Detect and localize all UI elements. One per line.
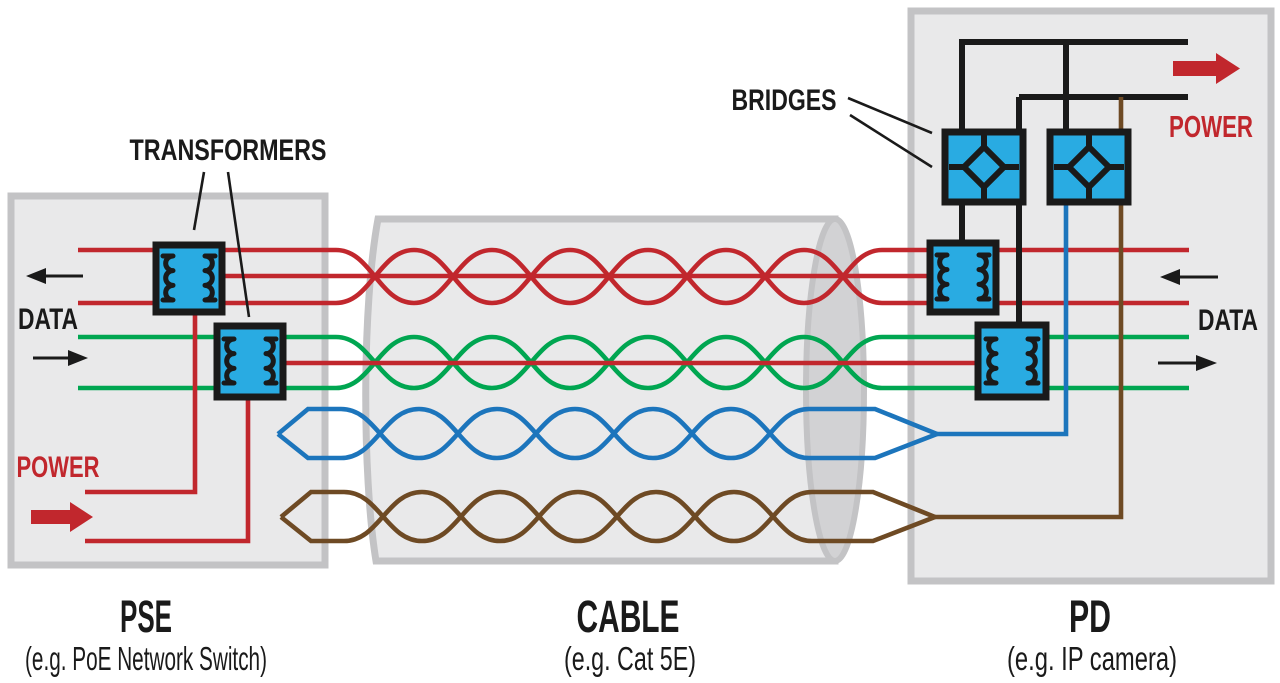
data-label-left: DATA — [18, 303, 78, 336]
power-label-right: POWER — [1169, 109, 1253, 144]
transformer-2-coil-icon — [221, 336, 279, 386]
data-out-arrow-left-icon — [26, 268, 46, 284]
twisted-pair-green — [78, 334, 1189, 391]
bridge-1-rectifier-icon — [949, 135, 1019, 199]
bridge-1 — [941, 128, 1027, 206]
twisted-pair-blue — [276, 406, 938, 461]
data-label-right: DATA — [1198, 304, 1258, 337]
bridge-2-rectifier-icon — [1054, 135, 1124, 199]
data-in-arrow-right-icon — [1160, 269, 1180, 285]
pd-caption: PD (e.g. IP camera) — [1007, 591, 1177, 677]
power-out-arrow-icon — [1173, 53, 1240, 84]
blue-pair-to-bridge2-wire — [937, 160, 1069, 437]
pse-feed-to-transformer-2 — [85, 393, 251, 544]
transformer-2 — [213, 322, 287, 401]
pse-data-arrows — [26, 268, 88, 366]
transformer-1-coil-icon — [160, 253, 218, 303]
blue-wire-b — [276, 406, 938, 461]
twisted-pair-red — [78, 247, 1189, 306]
bridges-leader-1 — [847, 96, 933, 135]
cable-subtitle: (e.g. Cat 5E) — [564, 640, 696, 677]
pd-data-arrows — [1158, 269, 1218, 371]
bridge-2 — [1046, 128, 1132, 206]
transformer-3 — [926, 239, 1000, 316]
blue-wire-a — [276, 406, 938, 461]
transformers-leader-2 — [226, 171, 251, 318]
twisted-pair-brown — [279, 489, 936, 544]
transformer-4 — [974, 321, 1050, 401]
power-label-left: POWER — [17, 451, 100, 484]
brown-wire-a — [279, 489, 936, 544]
pse-title: PSE — [120, 591, 172, 642]
cable-cylinder — [362, 215, 867, 565]
transformer-1 — [152, 241, 226, 316]
pd-subtitle: (e.g. IP camera) — [1007, 640, 1177, 677]
brown-pair-to-rail-wire — [935, 97, 1124, 520]
pse-feed-to-transformer-1 — [85, 308, 198, 495]
label-leader-lines — [192, 96, 933, 318]
pd-title: PD — [1069, 591, 1111, 642]
transformers-label: TRANSFORMERS — [130, 134, 327, 167]
brown-wire-b — [279, 489, 936, 544]
power-in-arrow-icon — [31, 502, 93, 532]
cable-caption: CABLE (e.g. Cat 5E) — [564, 591, 696, 677]
transformers-leader-1 — [192, 171, 206, 231]
pse-caption: PSE (e.g. PoE Network Switch) — [25, 591, 267, 677]
data-out-arrow-right-icon — [1196, 355, 1217, 371]
pse-power-feeds — [85, 308, 251, 544]
bridges-leader-2 — [849, 113, 933, 169]
bridges-label: BRIDGES — [732, 84, 837, 117]
cable-title: CABLE — [577, 591, 680, 642]
data-in-arrow-left-icon — [68, 350, 88, 366]
transformer-4-coil-icon — [983, 336, 1041, 386]
pse-subtitle: (e.g. PoE Network Switch) — [25, 640, 267, 677]
transformer-3-coil-icon — [934, 252, 992, 302]
